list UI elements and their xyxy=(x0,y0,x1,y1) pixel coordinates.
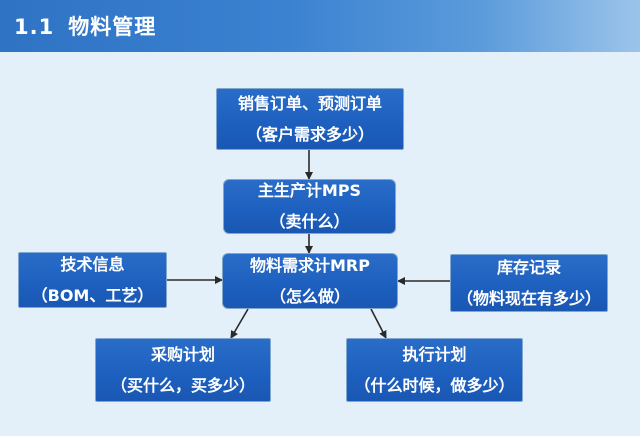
node-mrp-sublabel: （怎么做） xyxy=(269,286,350,306)
node-execution-plan-label: 执行计划 xyxy=(402,344,467,364)
section-title: 物料管理 xyxy=(68,15,157,39)
node-inventory-records-sublabel: （物料现在有多少） xyxy=(456,288,601,308)
node-inventory-records-label: 库存记录 xyxy=(496,257,561,277)
node-purchase-plan-label: 采购计划 xyxy=(150,344,215,364)
title-bar: 1.1 物料管理 xyxy=(0,0,640,52)
section-number: 1.1 xyxy=(14,15,55,39)
node-sales-orders: 销售订单、预测订单 （客户需求多少） xyxy=(216,88,404,150)
node-execution-plan: 执行计划 （什么时候，做多少） xyxy=(346,338,523,402)
node-execution-plan-sublabel: （什么时候，做多少） xyxy=(354,375,515,395)
node-technical-info-label: 技术信息 xyxy=(60,254,125,274)
node-mrp: 物料需求计MRP （怎么做） xyxy=(222,253,398,309)
node-purchase-plan: 采购计划 （买什么，买多少） xyxy=(95,338,271,402)
node-mps: 主生产计MPS （卖什么） xyxy=(223,179,396,234)
node-mrp-label: 物料需求计MRP xyxy=(250,255,370,275)
page-title: 1.1 物料管理 xyxy=(14,11,156,41)
arrow-mrp-to-purchase xyxy=(230,308,249,339)
node-mps-label: 主生产计MPS xyxy=(257,181,362,200)
arrow-mrp-to-execute xyxy=(370,308,387,339)
node-mps-sublabel: （卖什么） xyxy=(269,212,350,231)
node-sales-orders-sublabel: （客户需求多少） xyxy=(245,124,374,144)
node-technical-info-sublabel: （BOM、工艺） xyxy=(31,285,154,305)
node-technical-info: 技术信息 （BOM、工艺） xyxy=(18,252,167,308)
node-purchase-plan-sublabel: （买什么，买多少） xyxy=(110,375,255,395)
node-inventory-records: 库存记录 （物料现在有多少） xyxy=(450,254,608,312)
node-sales-orders-label: 销售订单、预测订单 xyxy=(237,93,382,113)
